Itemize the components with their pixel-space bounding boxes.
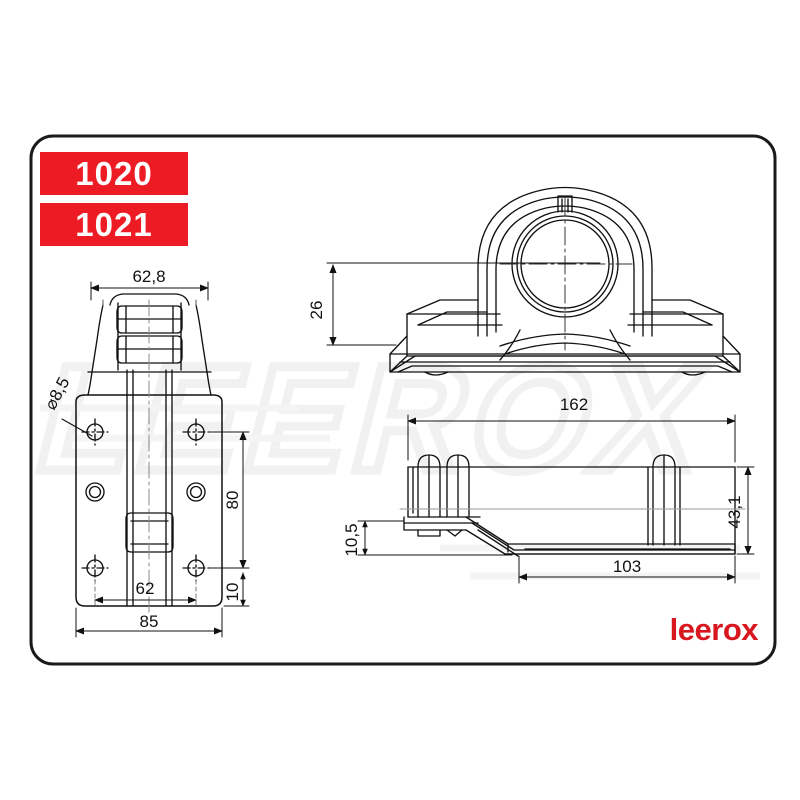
dimension-label-26: 26 (307, 301, 326, 320)
mid-hole (85, 482, 206, 502)
side-view-geometry (399, 454, 746, 557)
dimension-label-62: 62 (136, 579, 155, 598)
side-view-dimension-lines (357, 414, 755, 584)
top-view-dimension-lines (61, 281, 250, 638)
sheet-border (29, 134, 777, 666)
bolt-hole-crosshair (81, 418, 210, 582)
part-number-badge-1021: 1021 (40, 203, 188, 246)
dimension-label-162: 162 (560, 395, 588, 414)
front-view-dimension-lines (326, 262, 601, 346)
brand-logo-leerox: leerox (669, 612, 759, 647)
dimension-label-10: 10 (223, 583, 242, 602)
dimension-label-10-5: 10,5 (342, 523, 361, 556)
dimension-label-43-1: 43,1 (725, 495, 744, 528)
dimension-label-62-8: 62,8 (132, 267, 165, 286)
front-view-geometry (389, 186, 741, 376)
dimension-label-hole-diameter: ⌀8,5 (41, 374, 74, 413)
top-view-geometry (75, 293, 223, 613)
part-number-badge-1020: 1020 (40, 152, 188, 195)
dimension-label-80: 80 (223, 491, 242, 510)
dimension-label-85: 85 (140, 612, 159, 631)
dimension-label-103: 103 (613, 557, 641, 576)
